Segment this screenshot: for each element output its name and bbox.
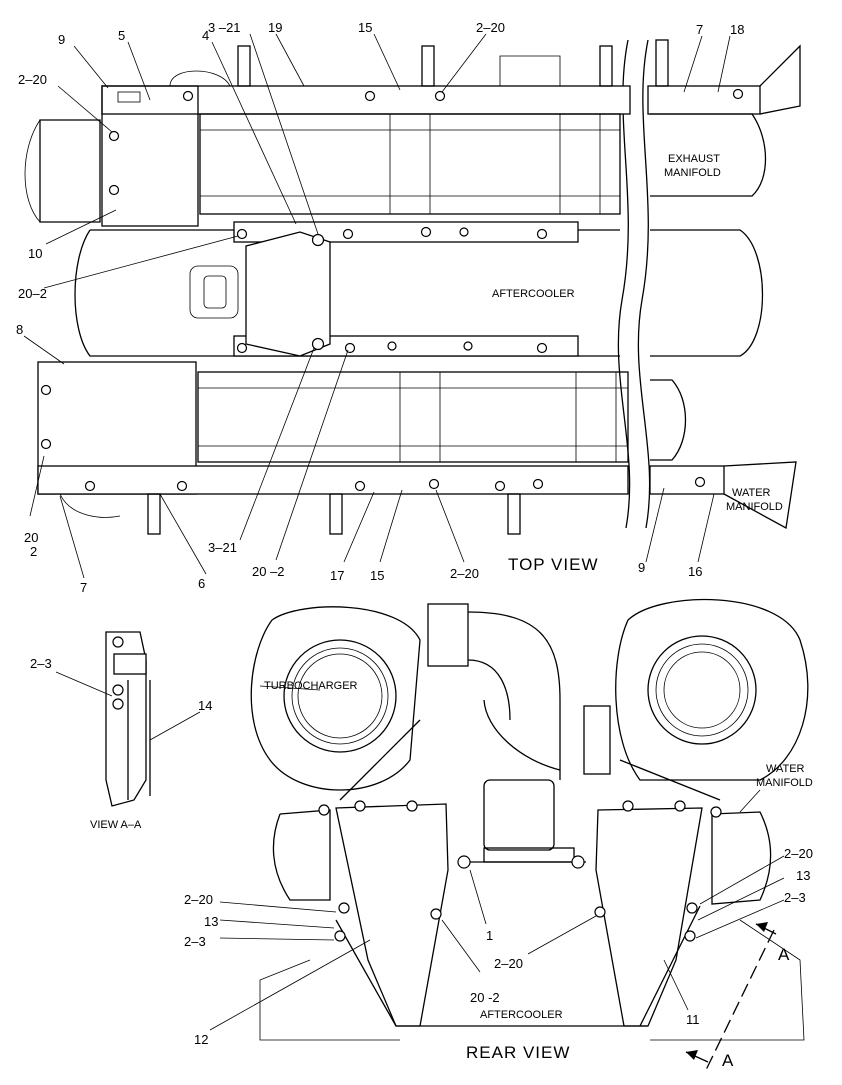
callout-2-3-rear-left: 2–3 <box>184 934 206 949</box>
elbow-pipe <box>467 611 561 780</box>
label-aftercooler-rear: AFTERCOOLER <box>480 1009 563 1021</box>
callout-17: 17 <box>330 568 344 583</box>
callout-4: 4 <box>202 28 209 43</box>
view-aa-title: VIEW A–A <box>90 819 142 831</box>
exhaust-outlet <box>759 44 801 115</box>
callout-3-21-bot: 3–21 <box>208 540 237 555</box>
left-manifold <box>272 809 331 901</box>
callout-20-2-bot: 20 –2 <box>252 564 285 579</box>
water-side-end <box>650 379 687 461</box>
callout-2-20-top: 2–20 <box>476 20 505 35</box>
callout-7-bot: 7 <box>80 580 87 595</box>
bracket-14 <box>105 631 147 807</box>
callout-2-a: 2 <box>30 544 37 559</box>
label-water-top-2: MANIFOLD <box>726 501 783 513</box>
label-water-rear-2: MANIFOLD <box>756 777 813 789</box>
callout-10: 10 <box>28 246 42 261</box>
callout-19: 19 <box>268 20 282 35</box>
top-leaders <box>23 33 731 579</box>
right-elbow-flange <box>583 705 611 775</box>
aftercooler-right-wall <box>595 807 703 1027</box>
callout-18: 18 <box>730 22 744 37</box>
callout-2-20-rear-left: 2–20 <box>184 892 213 907</box>
exhaust-flange <box>647 85 761 115</box>
turbo-support-left <box>339 719 421 801</box>
callout-2-20-bot: 2–20 <box>450 566 479 581</box>
callout-8: 8 <box>16 322 23 337</box>
exhaust-manifold <box>650 113 767 197</box>
water-flange <box>649 465 725 495</box>
callout-13-left: 13 <box>204 914 218 929</box>
callout-2-3-aa: 2–3 <box>30 656 52 671</box>
turbo-inlet <box>283 639 397 753</box>
callout-15-top: 15 <box>358 20 372 35</box>
callout-20-a: 20 <box>24 530 38 545</box>
label-water-top-1: WATER <box>732 487 771 499</box>
callout-2-20-left: 2–20 <box>18 72 47 87</box>
callout-9-bot: 9 <box>638 560 645 575</box>
section-a-top: A <box>778 945 790 964</box>
section-line-aa <box>685 922 777 1071</box>
top-bolts <box>40 88 744 492</box>
callout-11: 11 <box>686 1012 700 1027</box>
aftercooler-cover-plate <box>245 231 331 357</box>
callout-5: 5 <box>118 28 125 43</box>
right-water-manifold <box>711 811 772 905</box>
label-exhaust-2: MANIFOLD <box>664 167 721 179</box>
section-a-bottom: A <box>722 1051 734 1070</box>
callout-1: 1 <box>486 928 493 943</box>
callout-12: 12 <box>194 1032 208 1047</box>
turbo-support-right <box>619 759 721 801</box>
callout-6: 6 <box>198 576 205 591</box>
label-water-rear-1: WATER <box>766 763 805 775</box>
break-line-right <box>637 39 651 529</box>
callout-13-right: 13 <box>796 868 810 883</box>
upper-housing <box>199 113 621 215</box>
label-aftercooler-top: AFTERCOOLER <box>492 288 575 300</box>
upper-rail <box>101 85 631 115</box>
callout-20-2-left: 20–2 <box>18 286 47 301</box>
lower-housing <box>197 371 629 463</box>
callout-2-20-rear-right: 2–20 <box>784 846 813 861</box>
callout-2-3-rear-right: 2–3 <box>784 890 806 905</box>
callout-15-bot: 15 <box>370 568 384 583</box>
label-exhaust-1: EXHAUST <box>668 153 720 165</box>
label-turbocharger: TURBOCHARGER <box>264 680 358 692</box>
callout-9-top: 9 <box>58 32 65 47</box>
water-outlet <box>723 461 797 530</box>
turbocharger-housing <box>250 606 421 791</box>
upper-side-cover <box>39 119 101 223</box>
callout-3-21-top: 3 –21 <box>208 20 241 35</box>
top-view: 9 5 4 3 –21 19 15 2–20 7 18 2–20 10 20–2… <box>16 20 801 595</box>
elbow-flange <box>427 603 469 667</box>
rear-view: 2–20 13 2–3 12 1 20 -2 2–20 2–20 13 2–3 … <box>184 598 813 1071</box>
upper-end-plate <box>101 85 199 227</box>
callout-2-20-rear-mid: 2–20 <box>494 956 523 971</box>
callout-7-top: 7 <box>696 22 703 37</box>
rear-leaders <box>209 685 785 1031</box>
top-view-title: TOP VIEW <box>508 555 599 574</box>
rear-bolts <box>318 800 722 942</box>
callout-14: 14 <box>198 698 212 713</box>
callout-16: 16 <box>688 564 702 579</box>
view-aa: 2–3 14 VIEW A–A <box>30 631 212 831</box>
callout-20-2-rear: 20 -2 <box>470 990 500 1005</box>
right-turbo-housing <box>615 598 809 781</box>
rear-view-title: REAR VIEW <box>466 1043 570 1062</box>
